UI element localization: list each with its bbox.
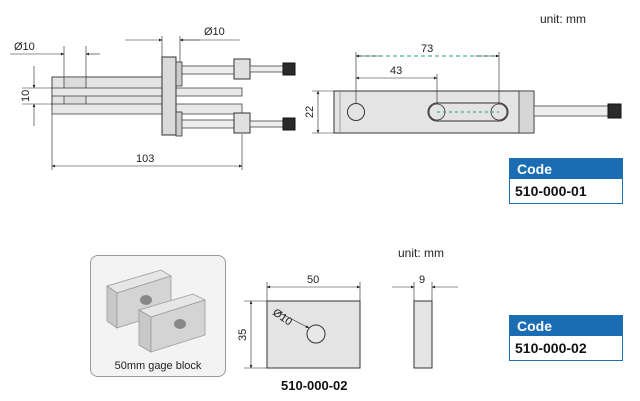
gage-block-side [413,300,433,369]
dim-left-dia: Ø10 [14,41,35,53]
gage-block-photo: 50mm gage block [90,255,226,377]
upper-knob [282,62,296,76]
side-knob [607,103,622,119]
code-box-top: Code 510-000-01 [509,158,623,204]
dim-block-height: 22 [304,106,316,118]
dim-span-short: 43 [390,65,402,77]
code-value: 510-000-01 [515,183,587,199]
dim-thickness: 9 [419,274,425,286]
gage-block-illustration [106,269,207,353]
side-rod [533,105,611,117]
lower-knob [282,117,296,131]
code-box-bottom: Code 510-000-02 [509,315,623,361]
gage-block-hole [306,324,326,344]
holder-front-view: 73 43 22 [304,43,622,134]
code-value: 510-000-02 [515,340,587,356]
gage-block-side-view: 9 [392,274,458,369]
lower-rod [181,119,239,129]
upper-rod [181,65,239,75]
holder-side-view: Ø10 Ø10 10 103 [10,26,296,170]
flange [161,56,177,136]
drawing-caption: 510-000-02 [281,378,348,393]
dim-block-height-35: 35 [237,329,249,341]
dim-flange-dia: Ø10 [204,26,225,38]
code-header: Code [510,159,622,179]
gage-block-front-view: Ø10 50 35 [237,274,361,369]
lower-arm [51,103,243,115]
dim-width: 50 [307,274,319,286]
dim-length: 103 [136,153,154,165]
code-header: Code [510,316,622,336]
upper-arm [51,87,243,97]
dim-height: 10 [20,90,32,102]
lower-clamp [233,112,251,134]
dim-span-long: 73 [421,43,433,55]
photo-caption: 50mm gage block [114,360,202,372]
upper-clamp [233,58,251,80]
fixed-hole [347,103,365,121]
unit-label-top: unit: mm [540,12,587,26]
unit-label-bottom: unit: mm [398,246,445,260]
